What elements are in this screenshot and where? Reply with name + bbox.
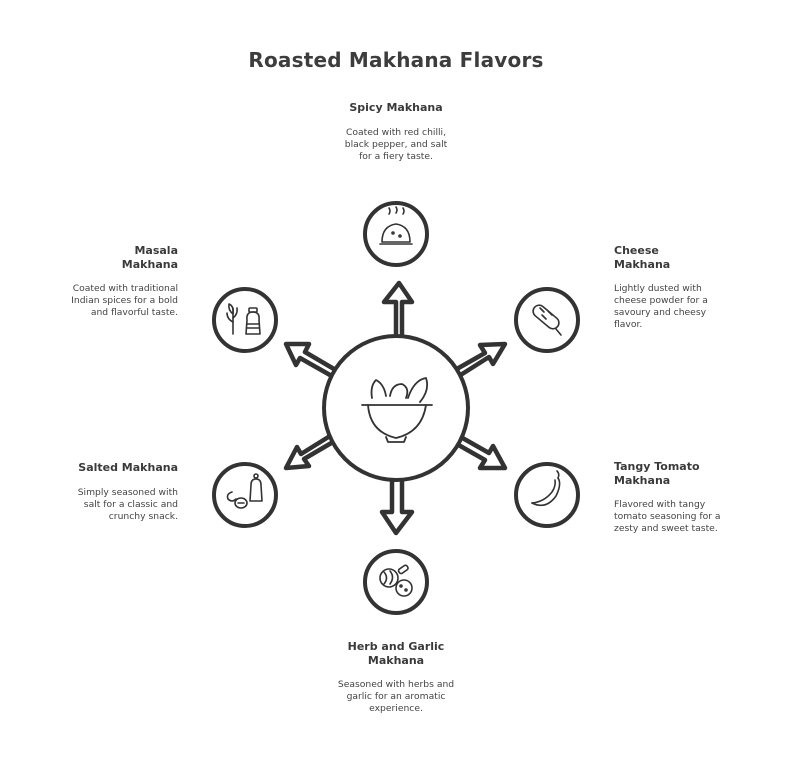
herb-garlic-icon: [379, 564, 413, 597]
masala-circle: [212, 287, 278, 353]
cheese-description: Lightly dusted with cheese powder for a …: [614, 283, 708, 330]
chilli-dish-icon: [379, 206, 413, 245]
herb-description: Seasoned with herbs and garlic for an ar…: [337, 679, 455, 714]
spicy-description: Coated with red chilli, black pepper, an…: [344, 127, 448, 162]
hub-circle: [322, 334, 470, 482]
arrow-up-right: [452, 341, 508, 379]
arrow-up-left: [283, 341, 337, 378]
arrow-up: [381, 280, 415, 343]
spicy-circle: [363, 201, 429, 267]
tomato-circle: [514, 462, 580, 528]
masala-description: Coated with traditional Indian spices fo…: [71, 283, 178, 318]
cheese-circle: [514, 287, 580, 353]
arrow-down-left: [283, 433, 336, 471]
cheese-stick-icon: [532, 304, 562, 336]
arrow-down-right: [452, 433, 508, 471]
tomato-description: Flavored with tangy tomato seasoning for…: [614, 499, 721, 534]
herb-circle: [363, 549, 429, 615]
herb-label: Herb and Garlic Makhana: [347, 640, 445, 667]
tomato-label: Tangy Tomato Makhana: [614, 460, 700, 487]
cheese-label: Cheese Makhana: [614, 244, 671, 271]
salted-description: Simply seasoned with salt for a classic …: [77, 487, 178, 522]
mortar-bowl-icon: [361, 377, 433, 443]
arrow-down: [379, 475, 415, 536]
masala-label: Masala Makhana: [121, 244, 178, 271]
diagram-title: Roasted Makhana Flavors: [248, 48, 544, 72]
spice-jar-icon: [226, 303, 261, 335]
spicy-label: Spicy Makhana: [349, 101, 443, 114]
chilli-pepper-icon: [531, 470, 561, 507]
salt-shaker-icon: [226, 473, 263, 509]
salted-circle: [212, 462, 278, 528]
salted-label: Salted Makhana: [78, 461, 178, 474]
